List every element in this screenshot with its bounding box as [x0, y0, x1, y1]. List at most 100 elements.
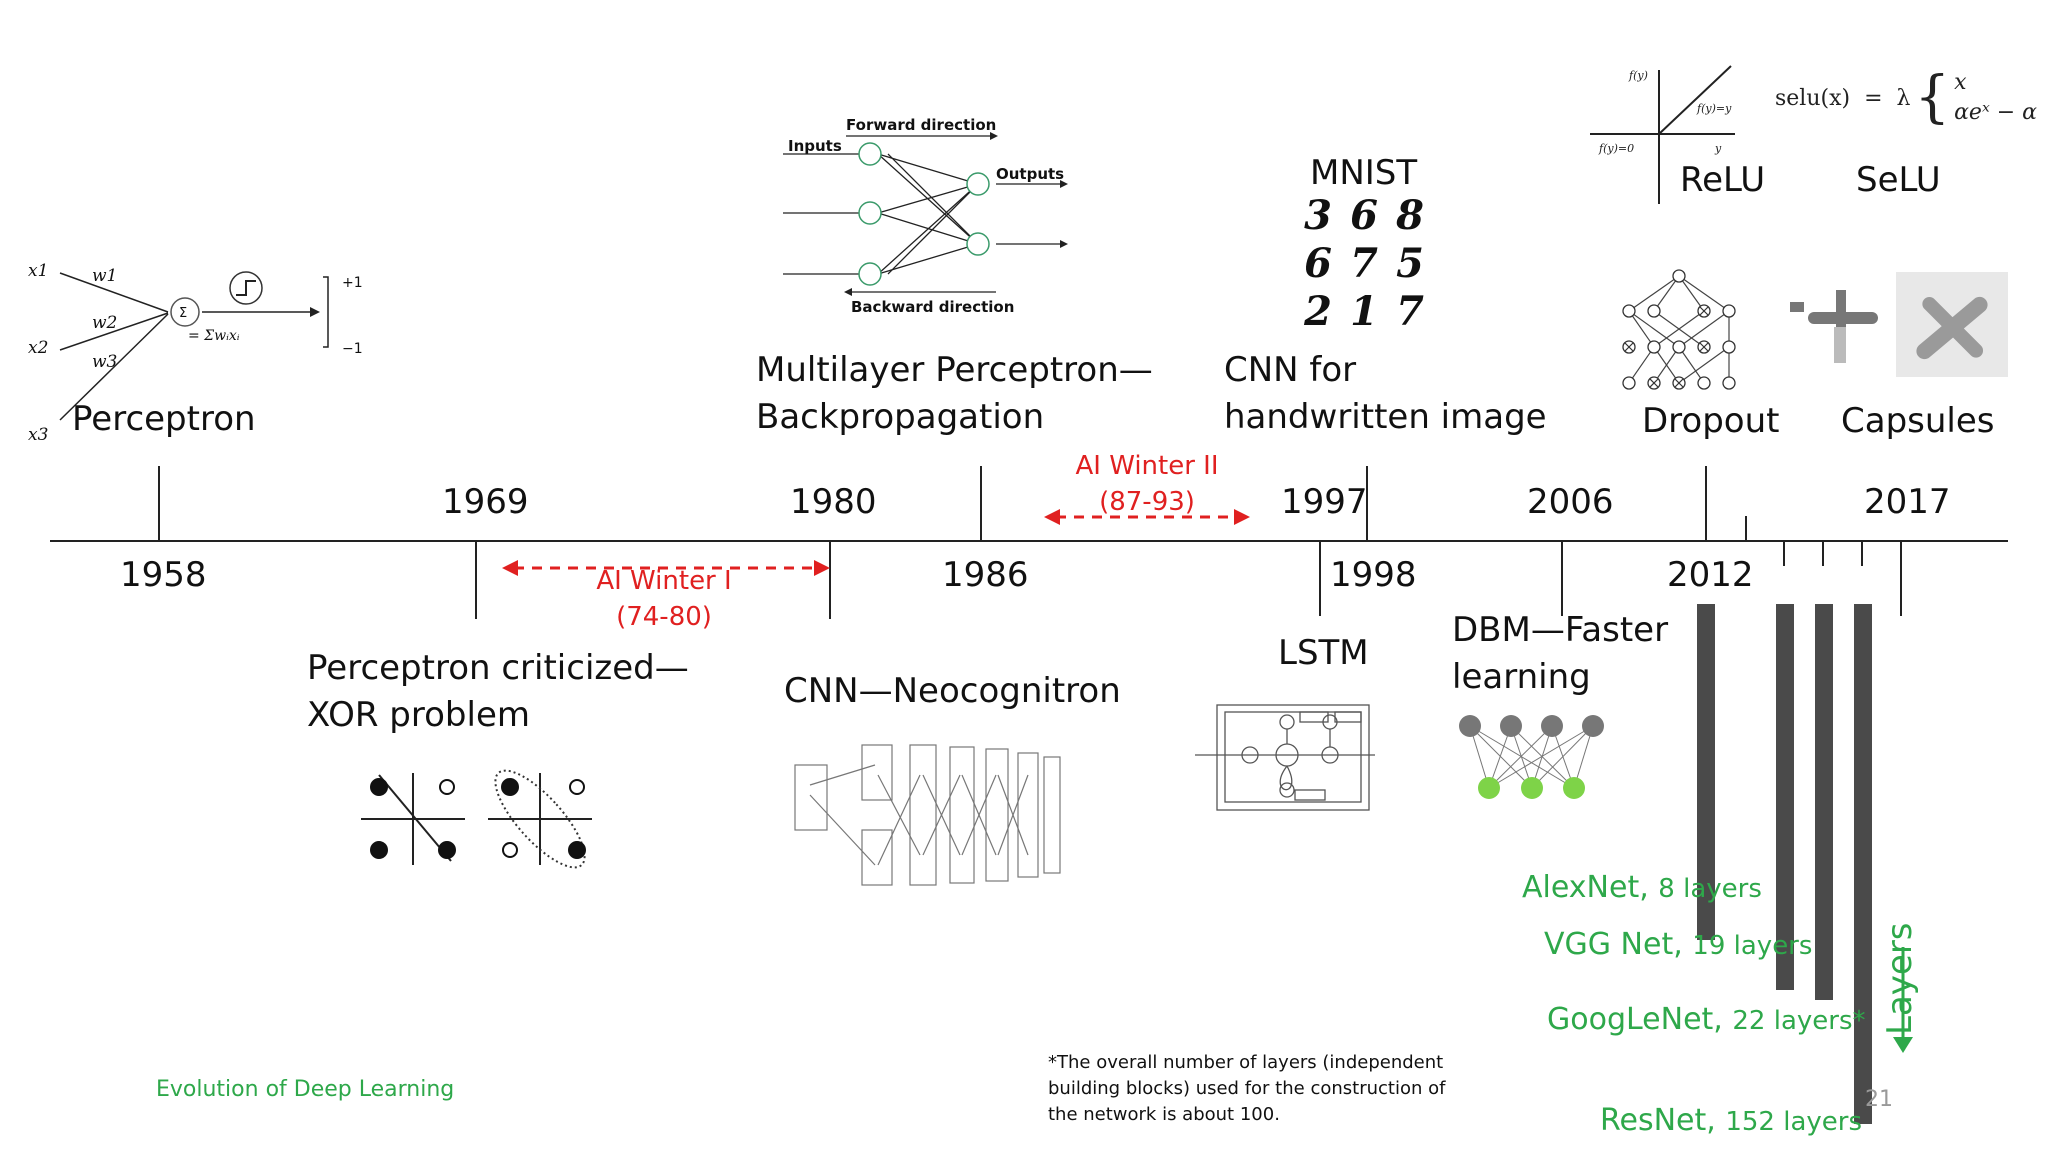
- relu-axis-x: y: [1714, 142, 1722, 155]
- sum-formula: = Σwᵢxᵢ: [188, 328, 240, 344]
- input-x2: x2: [28, 338, 48, 358]
- year-1998: 1998: [1330, 555, 1417, 595]
- ai-winter-2-arrow: [1044, 509, 1250, 525]
- selu-lhs: selu(x) = λ: [1775, 85, 1911, 111]
- timeline-axis: [50, 540, 2008, 542]
- vggnet-name: VGG Net,: [1544, 927, 1683, 962]
- mlp-label-line2: Backpropagation: [756, 397, 1045, 437]
- alexnet-label: AlexNet, 8 layers: [1522, 870, 1762, 905]
- ai-winter-2-label: AI Winter II (87-93): [1057, 448, 1237, 520]
- tick-1986: [980, 466, 982, 541]
- output-plus: +1: [342, 275, 363, 291]
- year-2006: 2006: [1527, 482, 1614, 522]
- alexnet-name: AlexNet,: [1522, 870, 1649, 905]
- input-x1: x1: [28, 261, 48, 281]
- mnist-digit: 7: [1396, 288, 1424, 335]
- mlp-forward-label: Forward direction: [846, 116, 996, 134]
- mnist-digit: 2: [1304, 288, 1332, 335]
- mnist-digit: 5: [1396, 240, 1424, 287]
- mlp-label-line1: Multilayer Perceptron—: [756, 350, 1153, 390]
- dbm-label: DBM—Faster learning: [1452, 607, 1668, 701]
- neocognitron-label: CNN—Neocognitron: [784, 671, 1121, 711]
- layers-axis-label: Layers: [1880, 922, 1920, 1035]
- capsules-images: [1790, 272, 2008, 377]
- slide-title: Evolution of Deep Learning: [156, 1077, 455, 1102]
- googlenet-bar: [1815, 604, 1833, 1000]
- tick-2013: [1745, 516, 1747, 541]
- vggnet-bar: [1776, 604, 1794, 990]
- resnet-name: ResNet,: [1600, 1103, 1716, 1138]
- mlp-diagram: Forward direction Inputs Outputs Backwar…: [783, 116, 1068, 316]
- criticized-label-line2: XOR problem: [307, 695, 530, 735]
- mnist-digit: 3: [1304, 192, 1332, 239]
- vggnet-layers: 19 layers: [1692, 931, 1813, 961]
- mlp-label: Multilayer Perceptron— Backpropagation: [756, 347, 1153, 441]
- alexnet-layers: 8 layers: [1658, 874, 1762, 904]
- dropout-graph: [1622, 269, 1736, 390]
- layers-arrow: [1893, 947, 1913, 1053]
- page-number: 21: [1865, 1087, 1893, 1112]
- selu-cases: x αeˣ − α: [1954, 68, 2037, 128]
- mnist-digit: 7: [1350, 240, 1378, 287]
- perceptron-label: Perceptron: [72, 399, 256, 439]
- selu-formula: selu(x) = λ { x αeˣ − α: [1775, 68, 2037, 128]
- mnist-digit: 6: [1350, 192, 1378, 239]
- ai-winter-1-range: (74-80): [616, 602, 712, 632]
- mnist-digit: 6: [1304, 240, 1332, 287]
- year-1958: 1958: [120, 555, 207, 595]
- criticized-label-line1: Perceptron criticized—: [307, 648, 689, 688]
- relu-label: ReLU: [1680, 160, 1766, 200]
- ai-winter-1-label: AI Winter I (74-80): [574, 563, 754, 635]
- ai-winter-1-arrow: [502, 560, 830, 576]
- lstm-label: LSTM: [1278, 633, 1369, 673]
- dbm-label-line1: DBM—Faster: [1452, 610, 1669, 650]
- mnist-label: MNIST: [1310, 153, 1418, 193]
- year-1980: 1980: [790, 482, 877, 522]
- cnn-label-line1: CNN for: [1224, 350, 1357, 390]
- xor-diagram: [361, 769, 592, 869]
- relu-axis-y: f(y): [1628, 69, 1648, 82]
- tick-2006: [1561, 541, 1563, 616]
- selu-case1: x: [1954, 70, 1967, 95]
- googlenet-label: GoogLeNet, 22 layers*: [1547, 1002, 1866, 1037]
- relu-line-label: f(y)=y: [1696, 102, 1732, 115]
- dropout-label: Dropout: [1642, 401, 1780, 441]
- tick-1969: [475, 541, 477, 619]
- selu-case2: αeˣ − α: [1954, 100, 2038, 125]
- footnote: *The overall number of layers (independe…: [1048, 1050, 1445, 1128]
- resnet-layers: 152 layers: [1725, 1107, 1862, 1137]
- year-2012: 2012: [1667, 555, 1754, 595]
- selu-label: SeLU: [1856, 160, 1941, 200]
- cnn-label: CNN for handwritten image: [1224, 347, 1547, 441]
- vggnet-label: VGG Net, 19 layers: [1544, 927, 1812, 962]
- tick-2015: [1861, 541, 1863, 566]
- weight-w3: w3: [92, 352, 117, 372]
- output-minus: −1: [342, 341, 363, 357]
- neocognitron-diagram: [794, 744, 1061, 886]
- mnist-digit: 8: [1396, 192, 1424, 239]
- dbm-label-line2: learning: [1452, 657, 1591, 697]
- mnist-digit: 1: [1350, 288, 1378, 335]
- year-1997: 1997: [1281, 482, 1368, 522]
- footnote-line1: *The overall number of layers (independe…: [1048, 1052, 1444, 1073]
- resnet-label: ResNet, 152 layers: [1600, 1103, 1862, 1138]
- relu-zero-label: f(y)=0: [1598, 142, 1634, 155]
- googlenet-layers: 22 layers*: [1732, 1006, 1866, 1036]
- footnote-line2: building blocks) used for the constructi…: [1048, 1078, 1446, 1099]
- tick-1998: [1366, 466, 1368, 541]
- lstm-diagram: [1195, 704, 1375, 811]
- ai-winter-1-name: AI Winter I: [596, 566, 732, 596]
- footnote-line3: the network is about 100.: [1048, 1104, 1280, 1125]
- year-2017: 2017: [1864, 482, 1951, 522]
- perceptron-diagram: x1 x2 x3 w1 w2 w3 = Σwᵢxᵢ Σ +1 −1: [28, 261, 363, 445]
- year-1986: 1986: [942, 555, 1029, 595]
- mnist-digits: 3 6 8 6 7 5 2 1 7: [1295, 193, 1445, 335]
- tick-2012: [1705, 466, 1707, 541]
- tick-1997: [1319, 541, 1321, 616]
- sum-symbol: Σ: [179, 306, 187, 321]
- resnet-bar: [1854, 604, 1872, 1124]
- relu-graph: f(y) y f(y)=y f(y)=0: [1590, 65, 1735, 204]
- dbm-diagram: [1459, 715, 1604, 799]
- criticized-label: Perceptron criticized— XOR problem: [307, 645, 689, 739]
- cnn-label-line2: handwritten image: [1224, 397, 1547, 437]
